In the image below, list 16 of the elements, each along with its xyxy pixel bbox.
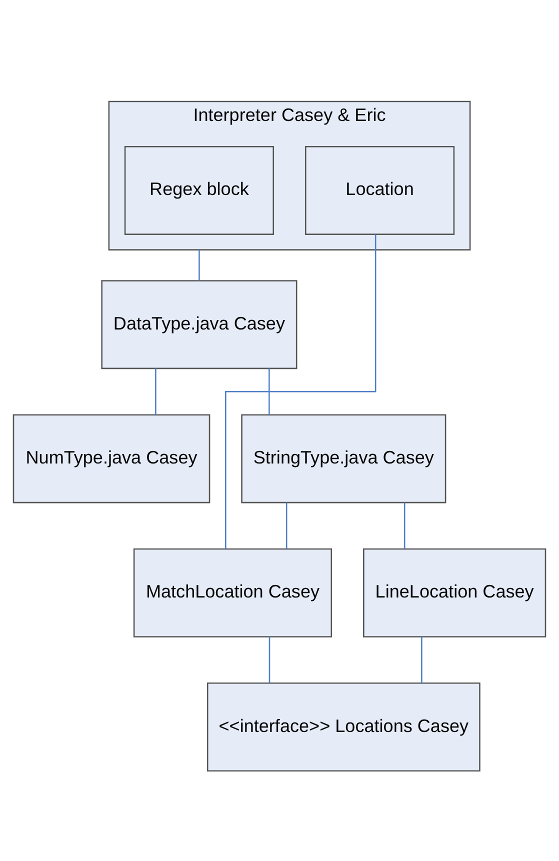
connector [268,368,270,414]
connector [286,502,288,548]
node-box: Location [304,145,455,234]
connector [421,636,422,682]
node-box: StringType.java Casey [241,414,446,503]
connector [225,234,376,548]
node-box: DataType.java Casey [101,280,298,369]
connector [268,636,270,682]
connector [198,249,200,280]
node-box: <<interface>> Locations Casey [206,682,480,771]
node-box: MatchLocation Casey [133,548,332,637]
node-box: Regex block [124,145,274,234]
connector [404,502,406,548]
connector [155,368,156,414]
node-box: LineLocation Casey [363,548,546,637]
node-box: NumType.java Casey [12,414,210,503]
